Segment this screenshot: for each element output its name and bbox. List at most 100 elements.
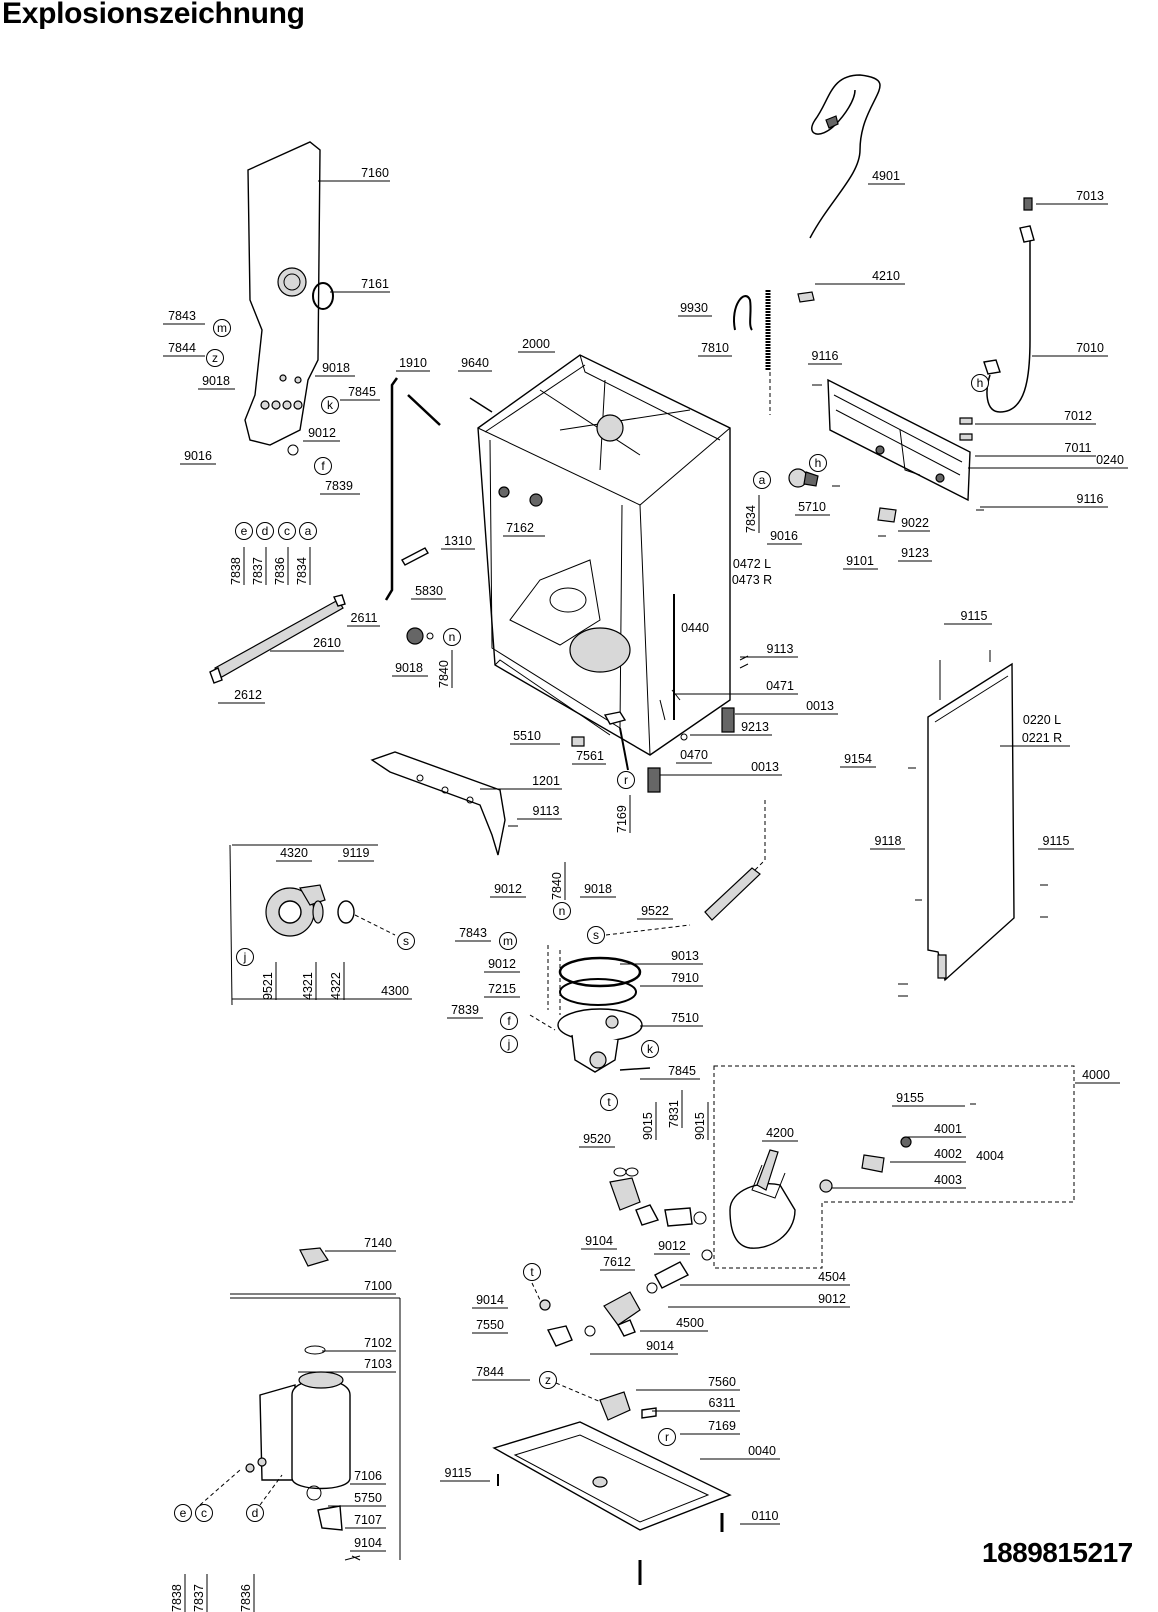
part-number-label: 4901: [872, 169, 900, 183]
reference-circle: z: [206, 349, 224, 367]
part-number-label: 7839: [325, 479, 353, 493]
vertical-part-number-label: 7840: [437, 660, 451, 688]
part-number-label: 7103: [364, 1357, 392, 1371]
part-number-label: 2611: [351, 611, 378, 625]
reference-circle: m: [213, 319, 231, 337]
reference-letter: k: [647, 1042, 654, 1056]
reference-circle: m: [499, 932, 517, 950]
part-number-label: 7612: [603, 1255, 631, 1269]
reference-letter: r: [665, 1430, 669, 1444]
reference-letter: a: [305, 524, 312, 538]
reference-circle-outline: [617, 771, 635, 789]
reference-circle: t: [600, 1093, 618, 1111]
part-number-label: 9115: [445, 1466, 472, 1480]
reference-letter: h: [815, 456, 822, 470]
part-number-label: 7550: [476, 1318, 504, 1332]
part-number-label: 9115: [961, 609, 988, 623]
reference-letter: e: [180, 1506, 187, 1520]
part-number-label: 0040: [748, 1444, 776, 1458]
reference-circle: j: [500, 1035, 518, 1053]
part-number-label: 0221 R: [1022, 731, 1062, 745]
part-number-label: 0110: [752, 1509, 779, 1523]
part-number-label: 7845: [668, 1064, 696, 1078]
part-number-label: 7560: [708, 1375, 736, 1389]
reference-letter: m: [217, 321, 227, 335]
vertical-part-number-label: 7831: [667, 1100, 681, 1128]
reference-circle: d: [256, 522, 274, 540]
leader-lines: [163, 180, 1128, 1552]
part-number-label: 4000: [1082, 1068, 1110, 1082]
part-number-label: 9104: [354, 1536, 382, 1550]
part-number-label: 7844: [476, 1365, 504, 1379]
reference-circle-outline: [600, 1093, 618, 1111]
part-number-label: 9113: [767, 642, 794, 656]
part-number-label: 9640: [461, 356, 489, 370]
reference-letter: m: [503, 934, 513, 948]
reference-circle-outline: [278, 522, 296, 540]
reference-circle-outline: [213, 319, 231, 337]
part-number-label: 7839: [451, 1003, 479, 1017]
part-number-label: 9018: [584, 882, 612, 896]
reference-letter: a: [759, 473, 766, 487]
part-number-label: 9012: [658, 1239, 686, 1253]
reference-circle-outline: [500, 1012, 518, 1030]
part-number-label: 9930: [680, 301, 708, 315]
reference-circle: s: [397, 932, 415, 950]
part-number-label: 0470: [680, 748, 708, 762]
vertical-part-number-label: 7837: [192, 1584, 206, 1612]
reference-circle-outline: [523, 1263, 541, 1281]
reference-circle: t: [523, 1263, 541, 1281]
reference-circle-outline: [235, 522, 253, 540]
part-number-label: 9018: [395, 661, 423, 675]
part-number-label: 9520: [583, 1132, 611, 1146]
part-number-label: 9016: [184, 449, 212, 463]
part-number-label: 7510: [671, 1011, 699, 1025]
part-number-label: 9018: [322, 361, 350, 375]
reference-circle-outline: [499, 932, 517, 950]
reference-circle: k: [641, 1040, 659, 1058]
part-number-label: 4200: [766, 1126, 794, 1140]
part-number-label: 7843: [459, 926, 487, 940]
reference-letter: c: [284, 524, 290, 538]
part-number-label: 7140: [364, 1236, 392, 1250]
reference-circle: f: [500, 1012, 518, 1030]
reference-circle: h: [971, 374, 989, 392]
reference-circle: j: [236, 948, 254, 966]
part-number-label: 7102: [364, 1336, 392, 1350]
reference-circle-outline: [641, 1040, 659, 1058]
part-number-label: 9014: [476, 1293, 504, 1307]
reference-letter: j: [507, 1037, 511, 1051]
part-number-label: 9213: [741, 720, 769, 734]
reference-letter: d: [252, 1506, 259, 1520]
reference-letter: s: [593, 928, 599, 942]
part-number-label: 4504: [818, 1270, 846, 1284]
page-title: Explosionszeichnung: [2, 0, 305, 30]
reference-circle-outline: [587, 926, 605, 944]
part-number-label: 1310: [444, 534, 472, 548]
part-drawings: [199, 74, 1075, 1585]
part-number-label: 0473 R: [732, 573, 772, 587]
part-number-label: 9018: [202, 374, 230, 388]
reference-circle-outline: [971, 374, 989, 392]
vertical-part-number-label: 7834: [744, 505, 758, 533]
reference-circle-outline: [236, 948, 254, 966]
reference-letter: j: [243, 950, 247, 964]
reference-circle: e: [174, 1504, 192, 1522]
part-number-label: 4210: [872, 269, 900, 283]
reference-circle-outline: [174, 1504, 192, 1522]
vertical-part-number-label: 7840: [550, 872, 564, 900]
reference-circle-outline: [500, 1035, 518, 1053]
vertical-part-number-label: 9015: [641, 1112, 655, 1140]
part-number-label: 7010: [1076, 341, 1104, 355]
reference-letter: k: [327, 398, 334, 412]
vertical-part-number-label: 7837: [251, 557, 265, 585]
part-number-label: 2610: [313, 636, 341, 650]
part-number-label: 7161: [361, 277, 389, 291]
part-number-label: 7100: [364, 1279, 392, 1293]
vertical-part-number-label: 7834: [295, 557, 309, 585]
part-number-label: 9014: [646, 1339, 674, 1353]
part-number-label: 7011: [1065, 441, 1092, 455]
